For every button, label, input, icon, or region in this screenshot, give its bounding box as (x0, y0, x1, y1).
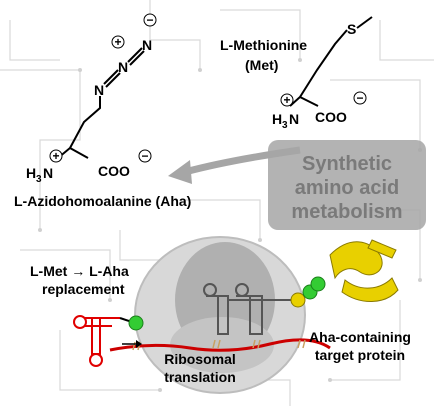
synthetic-line3: metabolism (291, 201, 402, 223)
azide-minus-sign: − (146, 13, 153, 27)
aha-h3n-subscript: 3 (36, 174, 42, 185)
met-minus-sign: − (356, 91, 363, 105)
aha-carboxylate: COO (98, 163, 130, 179)
protein-label-line2: target protein (315, 347, 405, 363)
aha-green-bead (128, 315, 144, 331)
ribosome-trnas (203, 283, 296, 335)
nascent-chain-beads (290, 276, 326, 308)
met-h3n-n: N (289, 111, 299, 127)
synthetic-line1: Synthetic (302, 153, 392, 175)
met-h3n-h: H (272, 111, 282, 127)
met-s-methyl-bond (356, 16, 373, 29)
mrna-strand (109, 338, 331, 352)
azide-n3: N (142, 37, 152, 53)
aha-h3n-h: H (26, 165, 36, 181)
azide-minus-charge (143, 13, 157, 27)
azide-n2: N (118, 59, 128, 75)
trna-arrow (122, 340, 142, 348)
met-minus-charge (353, 91, 367, 105)
aha-bonds (69, 96, 101, 149)
aha-structure: N N N + − H 3 N + COO − (26, 13, 157, 185)
azide-bond-2 (127, 47, 143, 63)
synthetic-metabolism-box: Synthetic amino acid metabolism (268, 140, 426, 230)
aha-name: L-Azidohomoalanine (Aha) (14, 193, 191, 209)
met-name: L-Methionine (220, 37, 307, 53)
azide-plus-sign: + (114, 35, 121, 49)
methionine-structure: S H 3 N + COO − (272, 16, 373, 131)
met-sulfur: S (347, 21, 356, 37)
replacement-line1: L-Met → L-Aha (30, 263, 129, 279)
aha-plus-charge (49, 149, 63, 163)
synthetic-line2: amino acid (295, 177, 399, 199)
aha-minus-charge (138, 149, 152, 163)
protein-label-line1: Aha-containing (309, 329, 411, 345)
ribosome-label-line1: Ribosomal (164, 351, 236, 367)
azide-bond-2b (129, 50, 145, 66)
met-bonds (299, 29, 348, 98)
met-h3n-subscript: 3 (282, 120, 288, 131)
azide-bond-1 (103, 69, 119, 85)
azide-bond-1b (105, 72, 121, 88)
met-plus-sign: + (283, 93, 290, 107)
aha-c-bond (69, 147, 89, 159)
aha-minus-sign: − (141, 149, 148, 163)
aha-plus-sign: + (52, 149, 59, 163)
met-c-bond (299, 96, 319, 107)
ribosome-label-line2: translation (164, 369, 236, 385)
met-abbr: (Met) (245, 57, 278, 73)
met-carboxylate: COO (315, 109, 347, 125)
charged-trna (73, 315, 133, 367)
aha-h3n-n: N (43, 165, 53, 181)
target-protein-ribbon (329, 239, 399, 302)
azide-n1: N (94, 82, 104, 98)
replacement-line2: replacement (42, 281, 125, 297)
azide-plus-charge (111, 35, 125, 49)
met-plus-charge (280, 93, 294, 107)
